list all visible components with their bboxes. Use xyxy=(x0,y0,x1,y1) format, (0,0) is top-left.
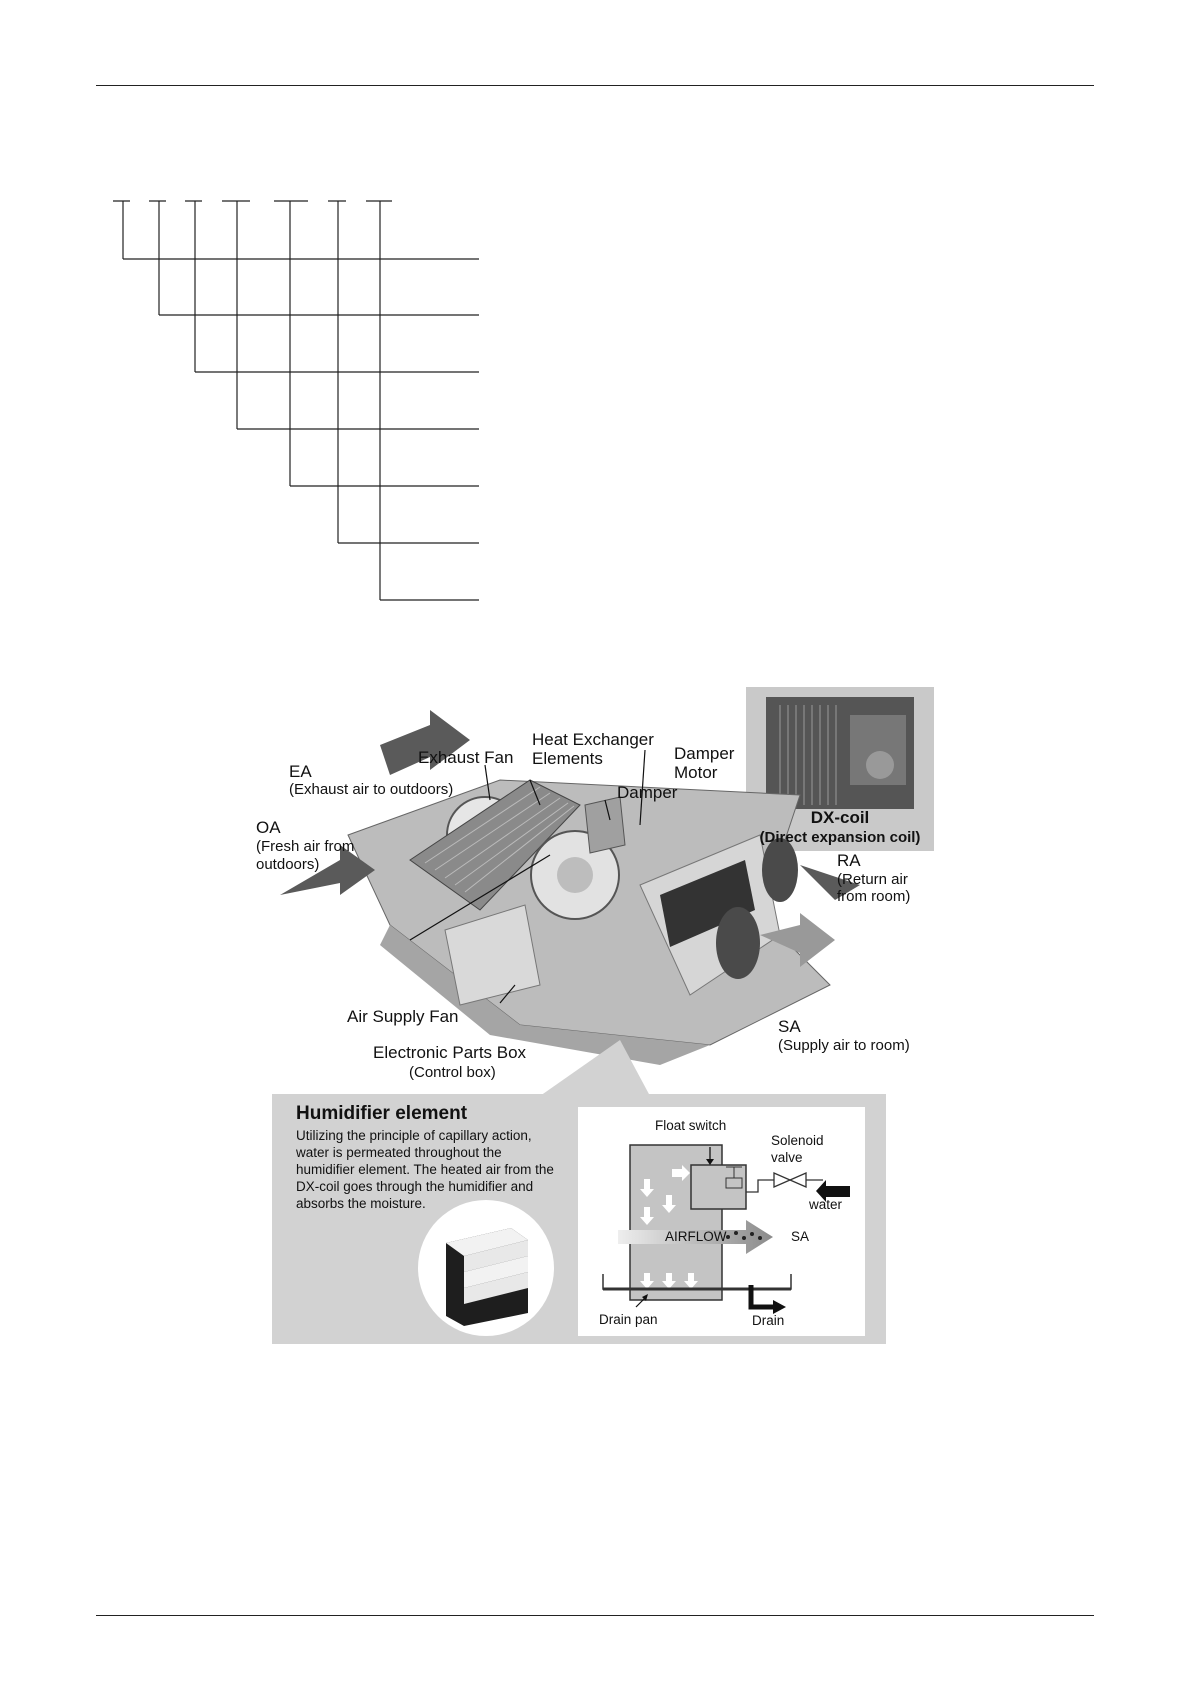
model-code-tree xyxy=(113,200,479,601)
damper-motor-label-1: Damper xyxy=(674,744,735,763)
oa-title: OA xyxy=(256,818,281,837)
ea-arrow xyxy=(380,710,470,775)
water-arrow xyxy=(816,1180,850,1202)
damper xyxy=(584,796,626,854)
airflow-label: AIRFLOW xyxy=(665,1229,727,1244)
humidifier-desc-3: humidifier element. The heated air from … xyxy=(296,1162,554,1177)
damper-label: Damper xyxy=(617,783,678,802)
footer-rule xyxy=(96,1615,1094,1616)
unit-illustration xyxy=(280,687,934,1065)
coil-block xyxy=(660,860,755,947)
solenoid-label-2: valve xyxy=(771,1150,803,1165)
control-box-label: (Control box) xyxy=(409,1064,496,1081)
sa-arrow xyxy=(760,913,835,967)
humidifier-title: Humidifier element xyxy=(296,1103,468,1124)
sa-title: SA xyxy=(778,1017,801,1036)
airflow-arrow xyxy=(618,1220,773,1254)
drain-label: Drain xyxy=(752,1313,785,1328)
humidifier-desc-4: DX-coil goes through the humidifier and xyxy=(296,1179,534,1194)
humidifier-desc-5: absorbs the moisture. xyxy=(296,1196,426,1211)
drain-pan-label: Drain pan xyxy=(599,1312,658,1327)
callout-wedge xyxy=(540,1040,650,1096)
sa-desc: (Supply air to room) xyxy=(778,1037,910,1054)
dx-coil-desc: (Direct expansion coil) xyxy=(759,829,921,846)
header-rule xyxy=(96,85,1094,86)
oa-desc-2: outdoors) xyxy=(256,856,320,873)
humidifier-element-photo xyxy=(418,1200,554,1336)
ra-duct xyxy=(762,838,798,902)
ra-desc-1: (Return air xyxy=(837,871,908,888)
electronic-parts-box xyxy=(444,904,541,1006)
ra-title: RA xyxy=(837,851,861,870)
oa-desc-1: (Fresh air from xyxy=(256,838,355,855)
humidifier-desc-1: Utilizing the principle of capillary act… xyxy=(296,1128,532,1143)
ea-title: EA xyxy=(289,762,312,781)
unit-bottom xyxy=(380,925,710,1065)
dx-coil-title: DX-coil xyxy=(810,808,870,827)
sa-duct xyxy=(716,907,760,979)
humidifier-schematic xyxy=(578,1107,865,1336)
exhaust-fan-label: Exhaust Fan xyxy=(418,748,514,767)
humidifier-desc-2: water is permeated throughout the xyxy=(296,1145,502,1160)
float-switch-label: Float switch xyxy=(655,1118,727,1133)
solenoid-valve-left xyxy=(773,1172,792,1188)
ra-arrow xyxy=(800,865,860,900)
air-supply-fan-label: Air Supply Fan xyxy=(347,1007,459,1026)
ra-desc-2: from room) xyxy=(837,888,911,905)
damper-motor-label-2: Motor xyxy=(674,763,718,782)
heat-exchanger xyxy=(409,779,581,911)
dx-coil-fins xyxy=(779,705,837,805)
water-label: water xyxy=(809,1197,843,1212)
drain-arrow xyxy=(748,1285,774,1310)
oa-arrow xyxy=(280,845,375,895)
heat-exchanger-label-2: Elements xyxy=(532,749,603,768)
water-tank xyxy=(690,1164,747,1210)
solenoid-label-1: Solenoid xyxy=(771,1133,824,1148)
sa-schematic-label: SA xyxy=(791,1229,810,1244)
electronic-parts-box-label: Electronic Parts Box xyxy=(373,1043,527,1062)
ea-desc: (Exhaust air to outdoors) xyxy=(289,781,454,798)
heat-exchanger-label-1: Heat Exchanger xyxy=(532,730,654,749)
